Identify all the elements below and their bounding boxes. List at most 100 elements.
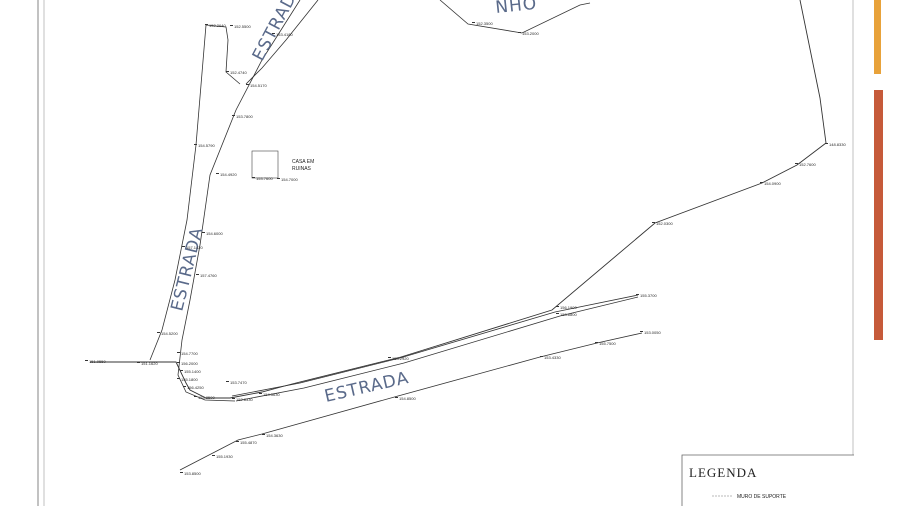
svg-text:155.7500: 155.7500: [599, 341, 616, 346]
svg-text:151.1620: 151.1620: [141, 361, 158, 366]
survey-point: 153.4180: [272, 32, 293, 37]
survey-point: 154.4920: [216, 172, 237, 177]
svg-text:156.2000: 156.2000: [181, 361, 198, 366]
property-boundary: [90, 0, 827, 399]
survey-point: 157.4760: [196, 273, 217, 278]
road-left-edges: [149, 0, 301, 402]
svg-text:152.3500: 152.3500: [476, 21, 493, 26]
survey-point: 158.8800: [556, 312, 577, 317]
survey-point: 156.2000: [177, 361, 198, 366]
survey-point: 153.8500: [180, 471, 201, 476]
svg-text:155.4870: 155.4870: [240, 440, 257, 445]
survey-point: 155.4870: [236, 440, 257, 445]
svg-text:158.8800: 158.8800: [560, 312, 577, 317]
survey-point: 152.3500: [472, 21, 493, 26]
legend-item-retaining-wall: MURO DE SUPORTE: [737, 494, 787, 500]
svg-text:148.8330: 148.8330: [829, 142, 846, 147]
survey-point: 154.0900: [760, 181, 781, 186]
svg-text:157.1420: 157.1420: [186, 245, 203, 250]
binding-mark-red: [874, 90, 883, 340]
survey-point: 154.8500: [194, 395, 215, 400]
survey-point: 154.5200: [157, 331, 178, 336]
survey-point: 153.7600: [252, 176, 273, 181]
road-top-edges: [205, 0, 319, 85]
svg-text:154.7700: 154.7700: [181, 351, 198, 356]
svg-text:156.1900: 156.1900: [560, 305, 577, 310]
road-center-edges: [231, 294, 639, 402]
legend-title: LEGENDA: [689, 465, 757, 480]
survey-point: 148.8330: [825, 142, 846, 147]
survey-point: 154.5790: [194, 143, 215, 148]
survey-point: 153.7470: [226, 380, 247, 385]
survey-point: 155.3700: [636, 293, 657, 298]
svg-text:152.4740: 152.4740: [230, 70, 247, 75]
survey-point: 154.3630: [262, 433, 283, 438]
svg-text:152.0300: 152.0300: [656, 221, 673, 226]
svg-text:155.1400: 155.1400: [184, 369, 201, 374]
svg-text:151.0550: 151.0550: [89, 359, 106, 364]
svg-text:153.7800: 153.7800: [236, 114, 253, 119]
svg-text:153.4330: 153.4330: [544, 355, 561, 360]
house-ruins: [251, 150, 279, 179]
svg-text:153.8500: 153.8500: [184, 471, 201, 476]
svg-text:154.5630: 154.5630: [263, 392, 280, 397]
road-label-left: ESTRADA: [167, 225, 207, 313]
survey-point: 152.4740: [226, 70, 247, 75]
survey-point: 152.5500: [230, 24, 251, 29]
svg-text:153.0050: 153.0050: [644, 330, 661, 335]
survey-point: 152.8330: [232, 397, 253, 402]
survey-point: 155.1800: [177, 377, 198, 382]
svg-text:153.7600: 153.7600: [256, 176, 273, 181]
house-label-line1: CASA EM: [292, 159, 314, 165]
svg-text:153.4180: 153.4180: [276, 32, 293, 37]
svg-text:154.5200: 154.5200: [161, 331, 178, 336]
survey-point: 157.1420: [182, 245, 203, 250]
svg-text:154.6000: 154.6000: [206, 231, 223, 236]
survey-point: 152.7600: [795, 162, 816, 167]
svg-text:153.7470: 153.7470: [230, 380, 247, 385]
survey-point: 155.7500: [595, 341, 616, 346]
svg-text:155.1930: 155.1930: [216, 454, 233, 459]
survey-points: 152.2640 152.5500 153.4180 154.5170 152.…: [85, 21, 846, 476]
svg-text:154.3630: 154.3630: [266, 433, 283, 438]
svg-text:152.7600: 152.7600: [799, 162, 816, 167]
survey-point: 156.1900: [556, 305, 577, 310]
survey-point: 154.7700: [177, 351, 198, 356]
binding-mark-orange: [874, 0, 881, 74]
svg-text:154.7000: 154.7000: [281, 177, 298, 182]
svg-text:154.8500: 154.8500: [198, 395, 215, 400]
survey-point: 154.6000: [202, 231, 223, 236]
survey-point: 151.0550: [85, 359, 106, 364]
survey-point: 154.5170: [246, 83, 267, 88]
survey-point: 154.5630: [259, 392, 280, 397]
frame-lines: [37, 0, 854, 506]
survey-point: 155.1930: [212, 454, 233, 459]
svg-text:154.5170: 154.5170: [250, 83, 267, 88]
survey-point: 153.7800: [232, 114, 253, 119]
survey-point: 155.1400: [180, 369, 201, 374]
survey-point: 152.0300: [652, 221, 673, 226]
survey-point: 153.0050: [640, 330, 661, 335]
house-label-line2: RUINAS: [292, 166, 312, 172]
svg-text:157.4760: 157.4760: [200, 273, 217, 278]
survey-point: 151.1620: [137, 361, 158, 366]
svg-text:154.5790: 154.5790: [198, 143, 215, 148]
legend: LEGENDA MURO DE SUPORTE: [681, 454, 854, 506]
svg-text:152.5500: 152.5500: [234, 24, 251, 29]
survey-point: 153.2000: [518, 31, 539, 36]
survey-point: 152.2640: [205, 23, 226, 28]
survey-point: 154.8500: [395, 396, 416, 401]
svg-text:152.8330: 152.8330: [236, 397, 253, 402]
survey-point: 153.4330: [540, 355, 561, 360]
svg-text:154.8500: 154.8500: [399, 396, 416, 401]
svg-text:155.1800: 155.1800: [181, 377, 198, 382]
survey-point: 153.2920: [388, 356, 409, 361]
svg-text:155.3700: 155.3700: [640, 293, 657, 298]
survey-point: 154.7000: [277, 177, 298, 182]
svg-text:156.4250: 156.4250: [187, 385, 204, 390]
svg-text:153.2000: 153.2000: [522, 31, 539, 36]
boundary-top-notch: [439, 0, 591, 34]
top-partial-label: NHO: [494, 0, 538, 18]
svg-text:154.4920: 154.4920: [220, 172, 237, 177]
